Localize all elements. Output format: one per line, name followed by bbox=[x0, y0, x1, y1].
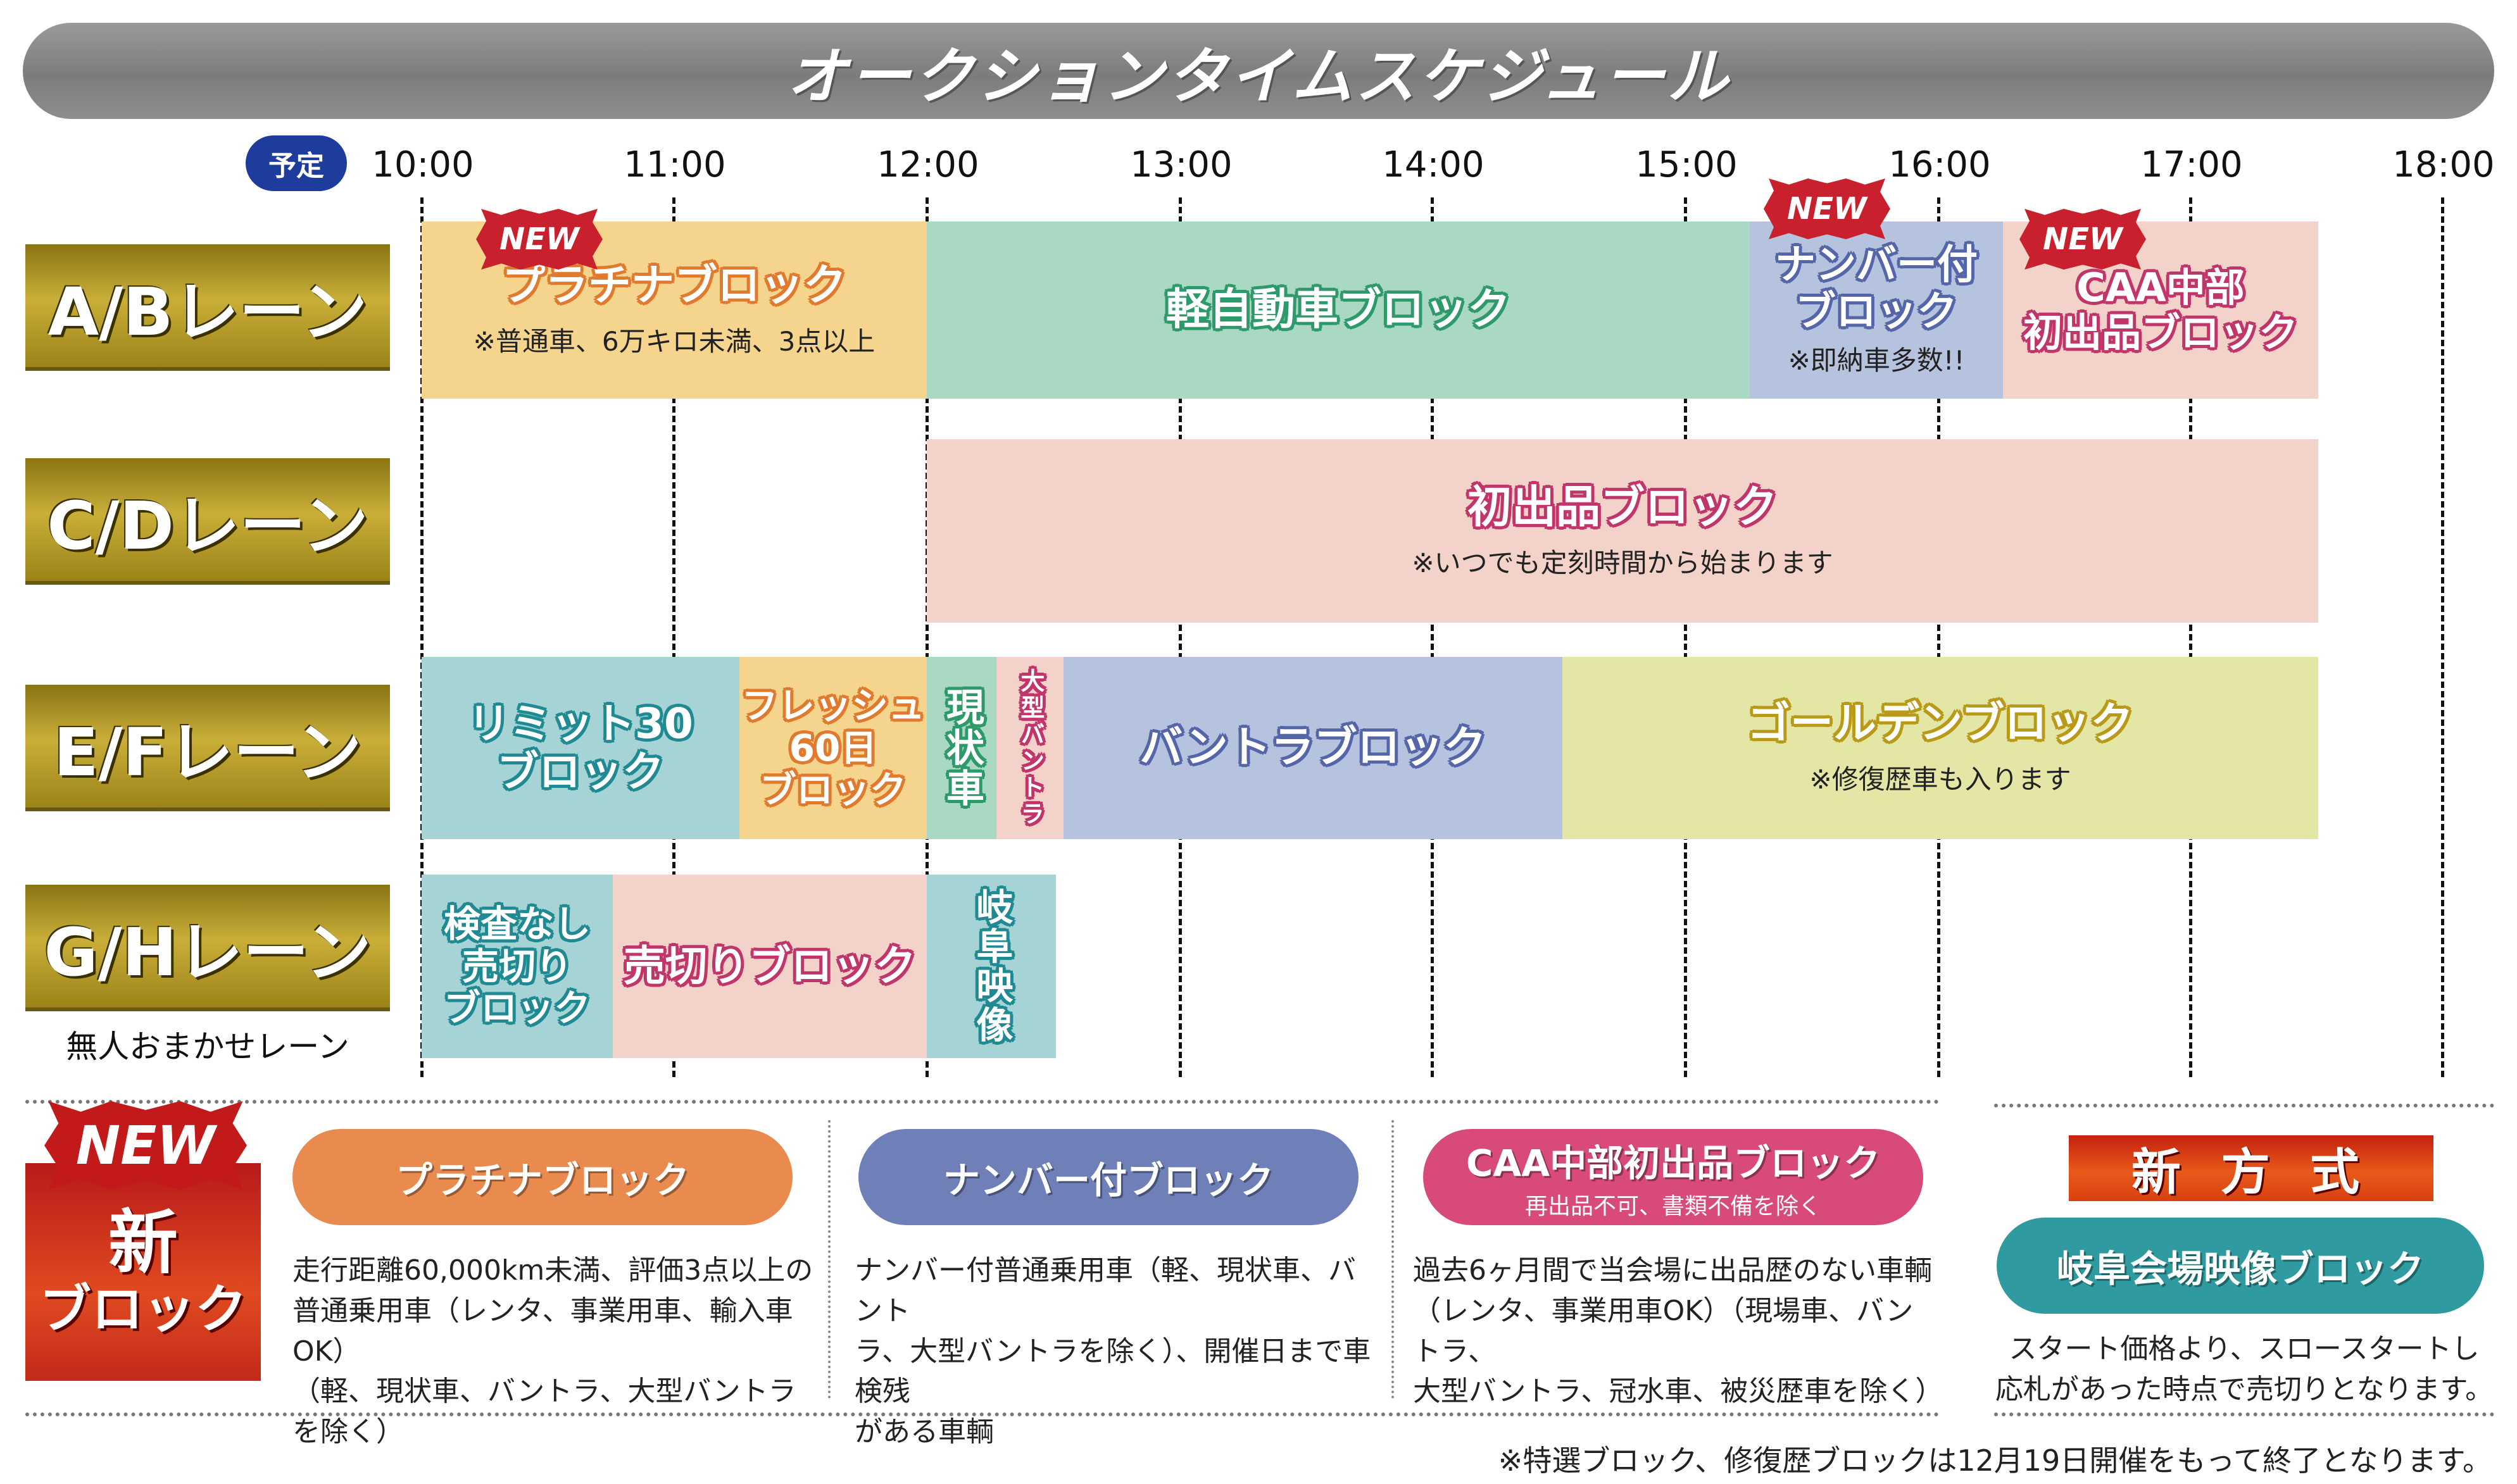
pill-caa: CAA中部初出品ブロック 再出品不可、書類不備を除く bbox=[1423, 1129, 1923, 1225]
new-badge: NEW bbox=[1764, 178, 1890, 239]
grid-line bbox=[1684, 197, 1687, 1077]
divider bbox=[1391, 1120, 1394, 1399]
grid-line bbox=[1179, 197, 1182, 1077]
grid-line bbox=[2189, 197, 2192, 1077]
footnote: ※特選ブロック、修復歴ブロックは12月19日開催をもって終了となります。 bbox=[1498, 1443, 2492, 1478]
block-hatsu: 初出品ブロック ※いつでも定刻時間から始まります bbox=[927, 439, 2318, 623]
pill-platinum: プラチナブロック bbox=[292, 1129, 793, 1225]
time-tick: 13:00 bbox=[1130, 144, 1233, 185]
grid-line bbox=[926, 197, 929, 1077]
desc-platinum: 走行距離60,000km未満、評価3点以上の 普通乗用車（レンタ、事業用車、輸入… bbox=[292, 1254, 813, 1449]
block-genjo: 現状車 bbox=[927, 657, 996, 839]
time-tick: 11:00 bbox=[624, 144, 726, 185]
block-limit30: リミット30 ブロック bbox=[422, 657, 739, 839]
grid-line bbox=[2441, 197, 2444, 1077]
block-ogata: 大型バントラ bbox=[996, 657, 1064, 839]
pill-gifu-video: 岐阜会場映像ブロック bbox=[1997, 1218, 2484, 1314]
grid-line bbox=[1937, 197, 1940, 1077]
block-number: ナンバー付 ブロック ※即納車多数!! bbox=[1750, 221, 2003, 399]
divider bbox=[828, 1120, 831, 1399]
lane-label-ef: E/Fレーン bbox=[25, 685, 390, 811]
divider bbox=[25, 1412, 1940, 1416]
time-tick: 17:00 bbox=[2140, 144, 2243, 185]
desc-caa: 過去6ヶ月間で当会場に出品歴のない車輌 （レンタ、事業用車OK）（現場車、バント… bbox=[1413, 1254, 1943, 1408]
time-tick: 18:00 bbox=[2392, 144, 2495, 185]
grid-line bbox=[672, 197, 675, 1077]
new-badge: NEW bbox=[2019, 209, 2146, 270]
yotei-badge: 予定 bbox=[246, 135, 347, 191]
block-bantora: バントラブロック bbox=[1064, 657, 1562, 839]
desc-number: ナンバー付普通乗用車（軽、現状車、バント ラ、大型バントラを除く）、開催日まで車… bbox=[855, 1254, 1371, 1449]
block-kensa: 検査なし 売切り ブロック bbox=[422, 875, 613, 1058]
lane-label-gh: G/Hレーン bbox=[25, 885, 390, 1011]
desc-new-method: スタート価格より、スロースタートし 応札があった時点で売切りとなります。 bbox=[1995, 1333, 2494, 1406]
title-bar: オークションタイムスケジュール bbox=[23, 23, 2494, 119]
time-tick: 16:00 bbox=[1888, 144, 1991, 185]
pill-number: ナンバー付ブロック bbox=[858, 1129, 1359, 1225]
divider bbox=[1994, 1412, 2494, 1416]
grid-line bbox=[1431, 197, 1434, 1077]
block-fresh60: フレッシュ 60日 ブロック bbox=[739, 657, 927, 839]
new-block-box: 新 ブロック bbox=[25, 1163, 261, 1381]
time-tick: 15:00 bbox=[1635, 144, 1738, 185]
new-badge: NEW bbox=[476, 209, 603, 270]
new-method-title: 新 方 式 bbox=[2069, 1135, 2433, 1201]
new-badge: NEW bbox=[44, 1101, 247, 1190]
time-tick: 14:00 bbox=[1382, 144, 1484, 185]
block-gifu: 岐阜映像 bbox=[927, 875, 1056, 1058]
lane-label-cd: C/Dレーン bbox=[25, 458, 390, 585]
block-platinum: プラチナブロック ※普通車、6万キロ未満、3点以上 bbox=[422, 221, 927, 399]
time-tick: 12:00 bbox=[877, 144, 979, 185]
page-title: オークションタイムスケジュール bbox=[786, 41, 1731, 112]
block-golden: ゴールデンブロック ※修復歴車も入ります bbox=[1562, 657, 2318, 839]
block-kei: 軽自動車ブロック bbox=[927, 221, 1750, 399]
grid-line bbox=[420, 197, 424, 1077]
time-tick: 10:00 bbox=[372, 144, 474, 185]
block-urikiri: 売切りブロック bbox=[613, 875, 927, 1058]
divider bbox=[25, 1100, 1940, 1104]
divider bbox=[1994, 1104, 2494, 1107]
lane-label-ab: A/Bレーン bbox=[25, 244, 390, 371]
lane-gh-note: 無人おまかせレーン bbox=[66, 1028, 349, 1065]
